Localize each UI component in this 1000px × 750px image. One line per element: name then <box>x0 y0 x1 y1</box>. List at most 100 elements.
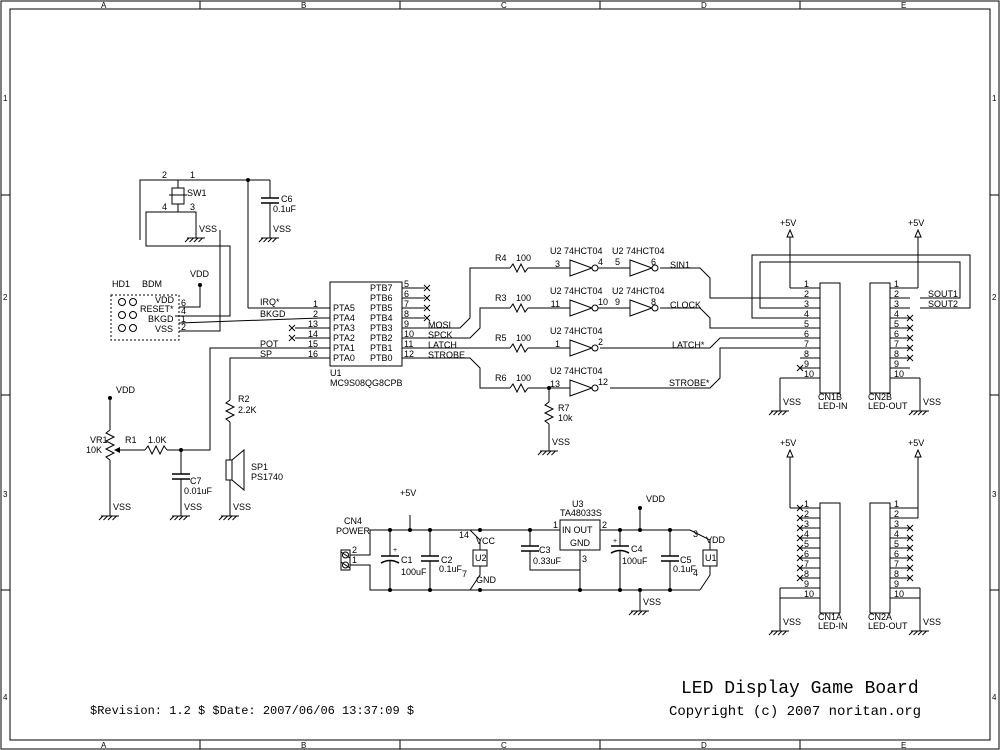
pin-number: 6 <box>804 329 809 339</box>
c7-capacitor: C7 0.01uF <box>172 450 213 510</box>
ground-symbol: VSS <box>768 397 801 416</box>
sw1-reset-switch: 2 1 4 3 SW1 <box>139 170 248 317</box>
connector-name: LED-IN <box>818 401 848 411</box>
hd1-name: BDM <box>142 279 162 289</box>
pin-number: 8 <box>894 349 899 359</box>
inverter-bubble <box>651 264 659 272</box>
net-mosi: MOSI <box>428 320 451 330</box>
ground-symbol: VSS <box>218 502 251 521</box>
vss-label: VSS <box>783 617 801 627</box>
sw1-ref: SW1 <box>187 188 207 198</box>
connector-name: LED-OUT <box>868 621 908 631</box>
r7-pulldown: R7 10k <box>543 386 573 445</box>
pin-number: 9 <box>615 297 620 307</box>
pin-number: 15 <box>308 339 318 349</box>
connector-ref: CN1A <box>818 612 842 622</box>
pin-number: 1 <box>804 499 809 509</box>
u1-pin-label: PTB0 <box>370 353 393 363</box>
row-label: 4 <box>3 693 8 702</box>
vss-label: VSS <box>233 502 251 512</box>
svg-text:+: + <box>613 538 617 545</box>
pin-number: 10 <box>894 589 904 599</box>
pin-number: 10 <box>894 369 904 379</box>
no-connect-mark <box>906 314 914 322</box>
net-bkgd: BKGD <box>260 309 286 319</box>
p5v-power-symbol: +5V <box>908 438 924 468</box>
c4-ref: C4 <box>631 544 643 554</box>
pin-number: 3 <box>190 202 195 212</box>
no-connect-mark <box>288 334 296 342</box>
svg-text:+: + <box>393 547 397 554</box>
inverter-gate <box>629 299 654 317</box>
vss-label: VSS <box>113 502 131 512</box>
no-connect-mark <box>796 524 804 532</box>
resistor-body <box>509 382 529 394</box>
pin-number: 10 <box>804 589 814 599</box>
c4-capacitor: + C4 100uF <box>610 530 648 590</box>
resistor-body <box>509 302 529 314</box>
vdd-label: VDD <box>116 385 136 395</box>
u1-mcu: U1 MC9S08QG8CPB <box>329 281 403 388</box>
c6-ref: C6 <box>281 194 293 204</box>
net-sout1: SOUT1 <box>928 289 958 299</box>
inverter-bubble <box>651 304 659 312</box>
r7-value: 10k <box>558 413 573 423</box>
no-connect-mark <box>906 334 914 342</box>
pin-number: 3 <box>894 519 899 529</box>
pin-number: 1 <box>313 299 318 309</box>
c3-value: 0.33uF <box>533 556 562 566</box>
u1-box: U1 <box>705 553 717 563</box>
gate-label: U2 74HCT04 <box>612 286 665 296</box>
inverter-bubble <box>591 344 599 352</box>
pin-number: 9 <box>804 359 809 369</box>
pin-number: 7 <box>804 339 809 349</box>
pin-number: 6 <box>404 289 409 299</box>
vdd-label: VDD <box>190 269 210 279</box>
net-latch: LATCH <box>428 340 457 350</box>
pin-number: 5 <box>615 257 620 267</box>
vss-label: VSS <box>783 397 801 407</box>
r2-value: 2.2K <box>238 405 257 415</box>
no-connect-mark <box>906 344 914 352</box>
resistor-value: 100 <box>516 373 531 383</box>
pin-number: 1 <box>181 314 186 324</box>
u1-pin-label: PTB5 <box>370 303 393 313</box>
r7-ref: R7 <box>558 403 570 413</box>
net-sout2: SOUT2 <box>928 299 958 309</box>
col-label: C <box>501 741 507 750</box>
gate-label: U2 74HCT04 <box>550 366 603 376</box>
no-connect-mark <box>423 314 431 322</box>
pin-number: 1 <box>804 279 809 289</box>
p5v-label: +5V <box>908 218 924 228</box>
inverter-gate <box>569 379 594 397</box>
u1-pin-label: PTB7 <box>370 283 393 293</box>
pin-number: 2 <box>894 289 899 299</box>
resistor-body <box>509 342 529 354</box>
resistor-ref: R6 <box>495 373 507 383</box>
c7-ref: C7 <box>190 476 202 486</box>
hd1-pin-label: BKGD <box>148 314 174 324</box>
resistor-value: 100 <box>516 293 531 303</box>
pin-number: 1 <box>553 520 558 530</box>
pin-number: 3 <box>582 554 587 564</box>
ground-symbol: VSS <box>98 502 131 521</box>
u1-part: MC9S08QG8CPB <box>330 378 403 388</box>
pin-number: 8 <box>404 309 409 319</box>
connector-name: LED-IN <box>818 621 848 631</box>
u1-pin-label: PTB2 <box>370 333 393 343</box>
net-strobe-out: STROBE* <box>669 378 710 388</box>
pin-number: 10 <box>598 297 608 307</box>
net-strobe: STROBE <box>428 350 465 360</box>
pin-number: 10 <box>804 369 814 379</box>
wire-sin1 <box>660 267 800 299</box>
u1-pin-label: PTB6 <box>370 293 393 303</box>
connector-ref: CN1B <box>818 392 842 402</box>
vdd-label: VDD <box>646 494 666 504</box>
frame-labels: A B C D E A B C D E 1 2 3 4 1 2 3 4 <box>3 1 997 750</box>
no-connect-mark <box>796 554 804 562</box>
hd1-ref: HD1 <box>112 279 130 289</box>
vss-label: VSS <box>273 224 291 234</box>
resistor-ref: R3 <box>495 293 507 303</box>
